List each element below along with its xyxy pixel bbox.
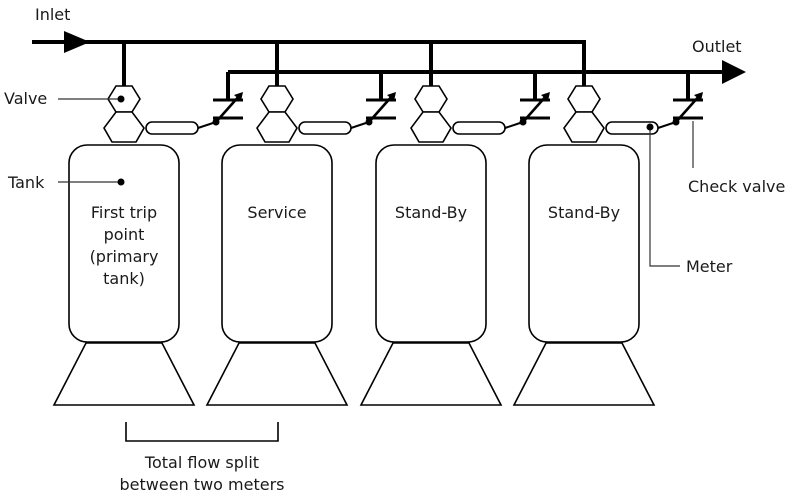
outlet-pipe bbox=[228, 60, 746, 84]
meter-to-check-link bbox=[350, 121, 370, 129]
meter-to-check-link bbox=[657, 121, 677, 129]
meter-leader-dot bbox=[646, 123, 654, 131]
tank-base bbox=[359, 342, 503, 406]
valve-leader-dot bbox=[117, 95, 125, 103]
tank-base bbox=[205, 342, 349, 406]
tank-label-line: tank) bbox=[103, 269, 145, 288]
tank-label: Tank bbox=[7, 173, 45, 192]
tank-label-line: Stand-By bbox=[548, 203, 620, 222]
tank-body bbox=[375, 144, 487, 343]
split-bracket bbox=[125, 422, 279, 442]
inlet-arrow-icon bbox=[64, 31, 90, 53]
meter-to-check-link bbox=[197, 121, 217, 129]
valve-lower bbox=[410, 111, 452, 143]
tank-label-line: Service bbox=[247, 203, 306, 222]
valve-lower bbox=[103, 111, 145, 143]
valve-label: Valve bbox=[4, 89, 47, 108]
tank-body bbox=[68, 144, 180, 343]
inlet-label: Inlet bbox=[35, 5, 70, 24]
outlet-label: Outlet bbox=[692, 37, 742, 56]
tank-leader-dot bbox=[117, 178, 125, 186]
callout-leaders bbox=[58, 95, 694, 267]
tank-body bbox=[221, 144, 333, 343]
check-valve-arrow-icon bbox=[234, 92, 243, 101]
tank-label-line: point bbox=[104, 225, 145, 244]
valve-upper bbox=[414, 85, 448, 113]
split-caption-line2: between two meters bbox=[120, 475, 285, 494]
check-valve-diagonal bbox=[215, 94, 241, 123]
split-caption-line1: Total flow split bbox=[144, 453, 259, 472]
tank-body bbox=[528, 144, 640, 343]
check-valve-diagonal bbox=[368, 94, 394, 123]
tank-label-line: First trip bbox=[91, 203, 157, 222]
check-valve-arrow-icon bbox=[541, 92, 550, 101]
tank-units: First trip point (primary tank) Service Stand… bbox=[52, 85, 703, 406]
valve-lower bbox=[563, 111, 605, 143]
valve-upper bbox=[567, 85, 601, 113]
meter-pipe bbox=[452, 121, 506, 135]
outlet-arrow-icon bbox=[722, 60, 746, 84]
inlet-drops bbox=[122, 42, 586, 86]
meter-to-check-link bbox=[504, 121, 524, 129]
meter-leader bbox=[649, 127, 680, 267]
check-valve-arrow-icon bbox=[694, 92, 703, 101]
valve-lower bbox=[256, 111, 298, 143]
inlet-pipe bbox=[32, 31, 586, 53]
tank-label-line: (primary bbox=[90, 247, 159, 266]
check-valve-label: Check valve bbox=[688, 177, 785, 196]
check-valve-arrow-icon bbox=[387, 92, 396, 101]
meter-pipe bbox=[145, 121, 199, 135]
tank-base bbox=[52, 342, 196, 406]
meter-label: Meter bbox=[686, 257, 733, 276]
check-valve-diagonal bbox=[522, 94, 548, 123]
valve-upper bbox=[260, 85, 294, 113]
tank-label-line: Stand-By bbox=[395, 203, 467, 222]
outlet-drops bbox=[226, 72, 690, 100]
tank-base bbox=[512, 342, 656, 406]
check-valve-diagonal bbox=[675, 94, 701, 123]
meter-pipe bbox=[298, 121, 352, 135]
